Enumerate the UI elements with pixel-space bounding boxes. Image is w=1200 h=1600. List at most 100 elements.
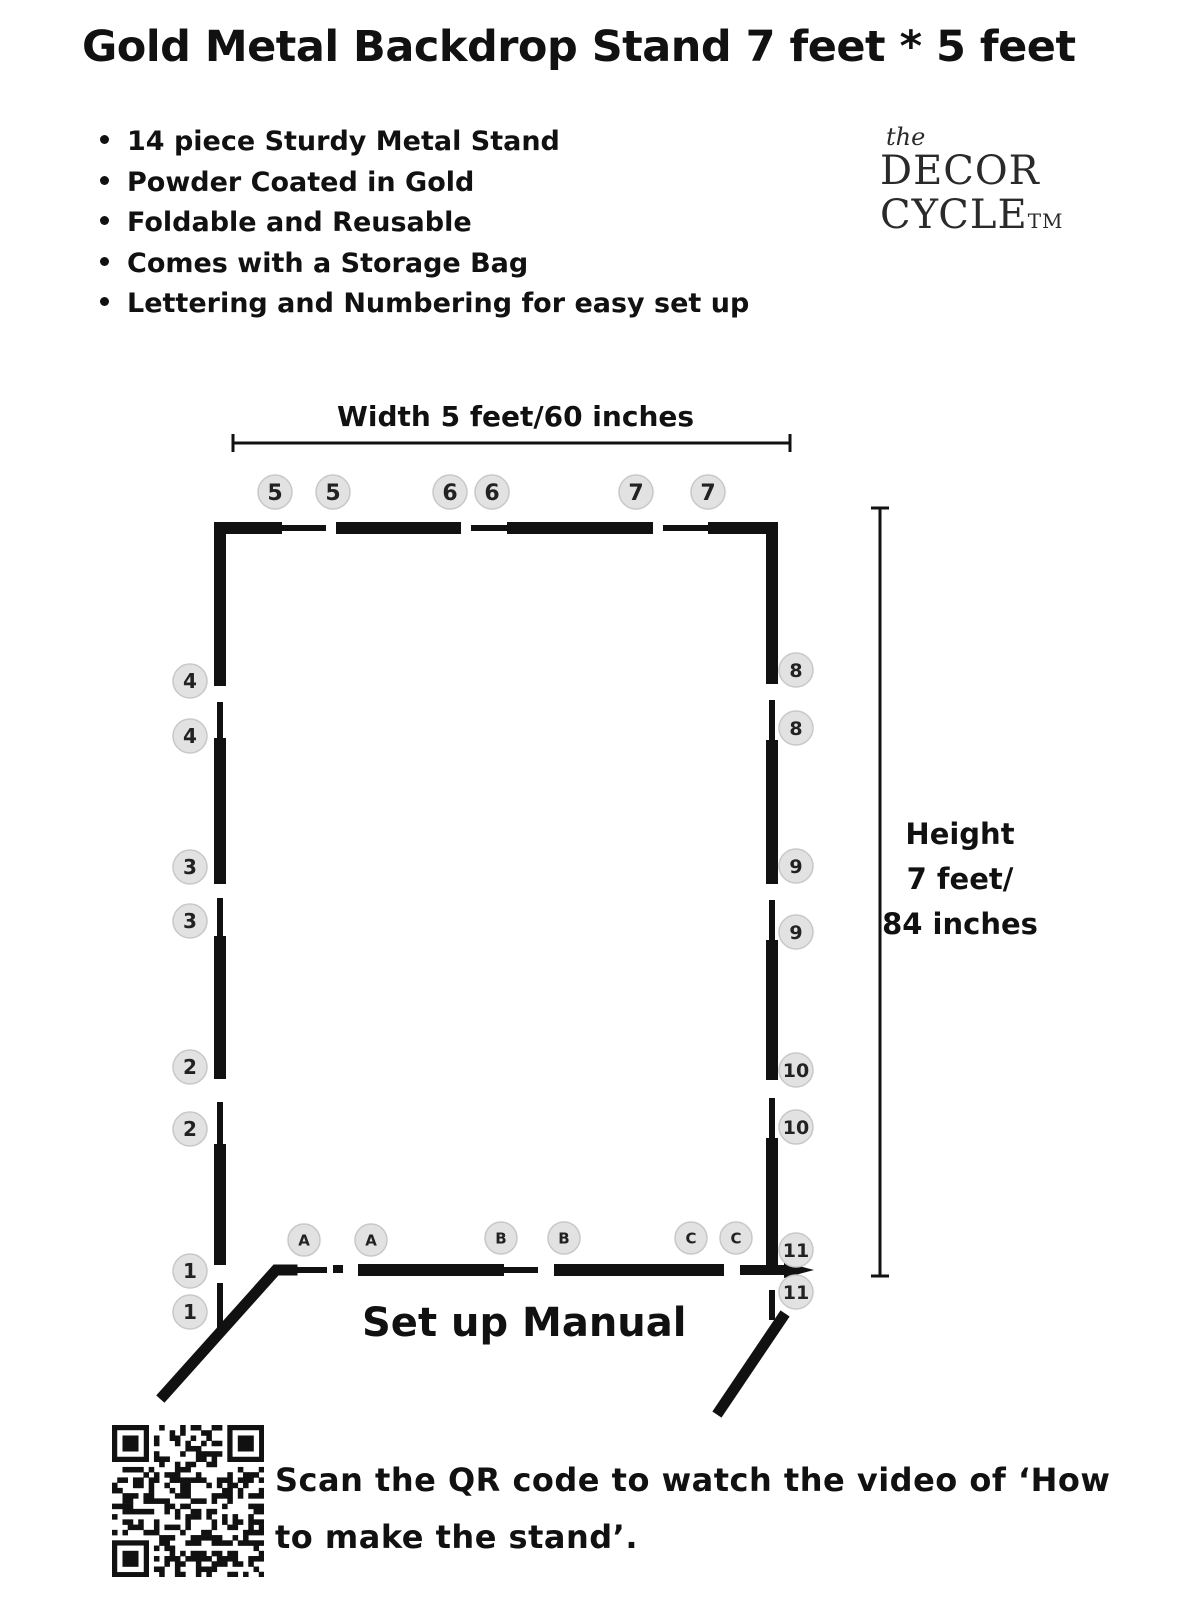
qr-module [180, 1493, 186, 1499]
qr-module [211, 1440, 218, 1447]
qr-module [253, 1493, 260, 1499]
qr-module [227, 1540, 233, 1546]
badge-circle [778, 1274, 814, 1310]
brand-prefix: the [886, 123, 926, 151]
qr-module [122, 1508, 129, 1515]
right-joint-badge: 11 [778, 1274, 814, 1310]
qr-module [174, 1477, 181, 1483]
feature-list: 14 piece Sturdy Metal Stand Powder Coate… [100, 122, 749, 325]
qr-module [253, 1519, 260, 1525]
qr-module [153, 1524, 160, 1531]
width-dimension-line [231, 434, 792, 452]
qr-module [206, 1461, 212, 1468]
qr-module [195, 1498, 202, 1504]
badge-circle [172, 663, 208, 699]
qr-module [222, 1561, 228, 1567]
qr-module [258, 1524, 264, 1531]
qr-module [153, 1519, 160, 1525]
qr-module [232, 1535, 239, 1541]
qr-module [127, 1498, 134, 1504]
qr-module [180, 1482, 186, 1489]
badge-label: 7 [628, 481, 643, 506]
qr-module [222, 1503, 228, 1510]
qr-module [190, 1461, 197, 1468]
brand-line-2-text: CYCLE [880, 192, 1028, 238]
qr-module [164, 1545, 170, 1552]
qr-module [153, 1477, 160, 1483]
qr-module [153, 1498, 160, 1504]
badge-circle [778, 1232, 814, 1268]
qr-module [216, 1561, 223, 1567]
right-joint-badge: 11 [778, 1232, 814, 1268]
qr-instruction-line-1: Scan the QR code to watch the video of ‘… [275, 1461, 1111, 1499]
qr-module [201, 1477, 207, 1483]
qr-module [148, 1487, 155, 1494]
qr-module [248, 1477, 254, 1483]
badge-label: 3 [183, 909, 197, 933]
feature-text: 14 piece Sturdy Metal Stand [127, 126, 560, 157]
qr-module [122, 1435, 139, 1452]
qr-module [190, 1508, 197, 1515]
qr-module [227, 1493, 233, 1499]
qr-module [185, 1445, 191, 1452]
badge-label: 5 [267, 481, 282, 506]
qr-module [153, 1435, 160, 1442]
qr-module [253, 1566, 260, 1573]
qr-module [195, 1472, 202, 1478]
qr-module [206, 1566, 212, 1573]
badge-label: 3 [183, 855, 197, 879]
qr-module [164, 1503, 170, 1510]
qr-module [138, 1482, 144, 1489]
qr-module [206, 1529, 212, 1536]
qr-module [211, 1566, 218, 1573]
qr-code[interactable] [112, 1425, 264, 1577]
badge-label: 1 [183, 1300, 197, 1324]
height-dimension-line [871, 506, 889, 1278]
bottom-joint-badge: B [484, 1221, 518, 1255]
qr-module [185, 1461, 191, 1468]
qr-module [174, 1561, 181, 1567]
qr-module [153, 1566, 160, 1573]
badge-circle [172, 1049, 208, 1085]
qr-module [232, 1519, 239, 1525]
qr-module [216, 1425, 223, 1431]
brand-line-2: CYCLETM [880, 193, 1064, 237]
qr-module [190, 1550, 197, 1557]
badge-circle [778, 914, 814, 950]
qr-module [169, 1477, 176, 1483]
qr-module [143, 1493, 149, 1499]
qr-module [258, 1487, 264, 1494]
badge-label: 8 [789, 718, 802, 740]
qr-module [227, 1524, 233, 1531]
qr-module [174, 1435, 181, 1442]
qr-module [174, 1556, 181, 1562]
qr-module [190, 1556, 197, 1562]
qr-module [206, 1556, 212, 1562]
qr-module [243, 1477, 249, 1483]
qr-module [164, 1456, 170, 1462]
top-bar [214, 522, 778, 534]
qr-module [153, 1451, 160, 1457]
qr-module [258, 1477, 264, 1483]
qr-module [185, 1482, 191, 1489]
qr-module [243, 1529, 249, 1536]
qr-module [159, 1461, 165, 1468]
qr-module [148, 1498, 155, 1504]
qr-module [174, 1461, 181, 1468]
qr-module [232, 1556, 239, 1562]
right-joint-badge: 8 [778, 710, 814, 746]
qr-module [201, 1535, 207, 1541]
setup-manual-label: Set up Manual [362, 1300, 687, 1346]
qr-module [164, 1540, 170, 1546]
qr-module [143, 1508, 149, 1515]
qr-module [112, 1514, 118, 1520]
bullet-icon [100, 216, 109, 225]
qr-module [216, 1493, 223, 1499]
badge-label: 7 [700, 481, 715, 506]
qr-module [248, 1529, 254, 1536]
qr-module [180, 1466, 186, 1473]
stand-feet [156, 1264, 790, 1418]
qr-module [180, 1550, 186, 1557]
qr-module [227, 1550, 233, 1557]
